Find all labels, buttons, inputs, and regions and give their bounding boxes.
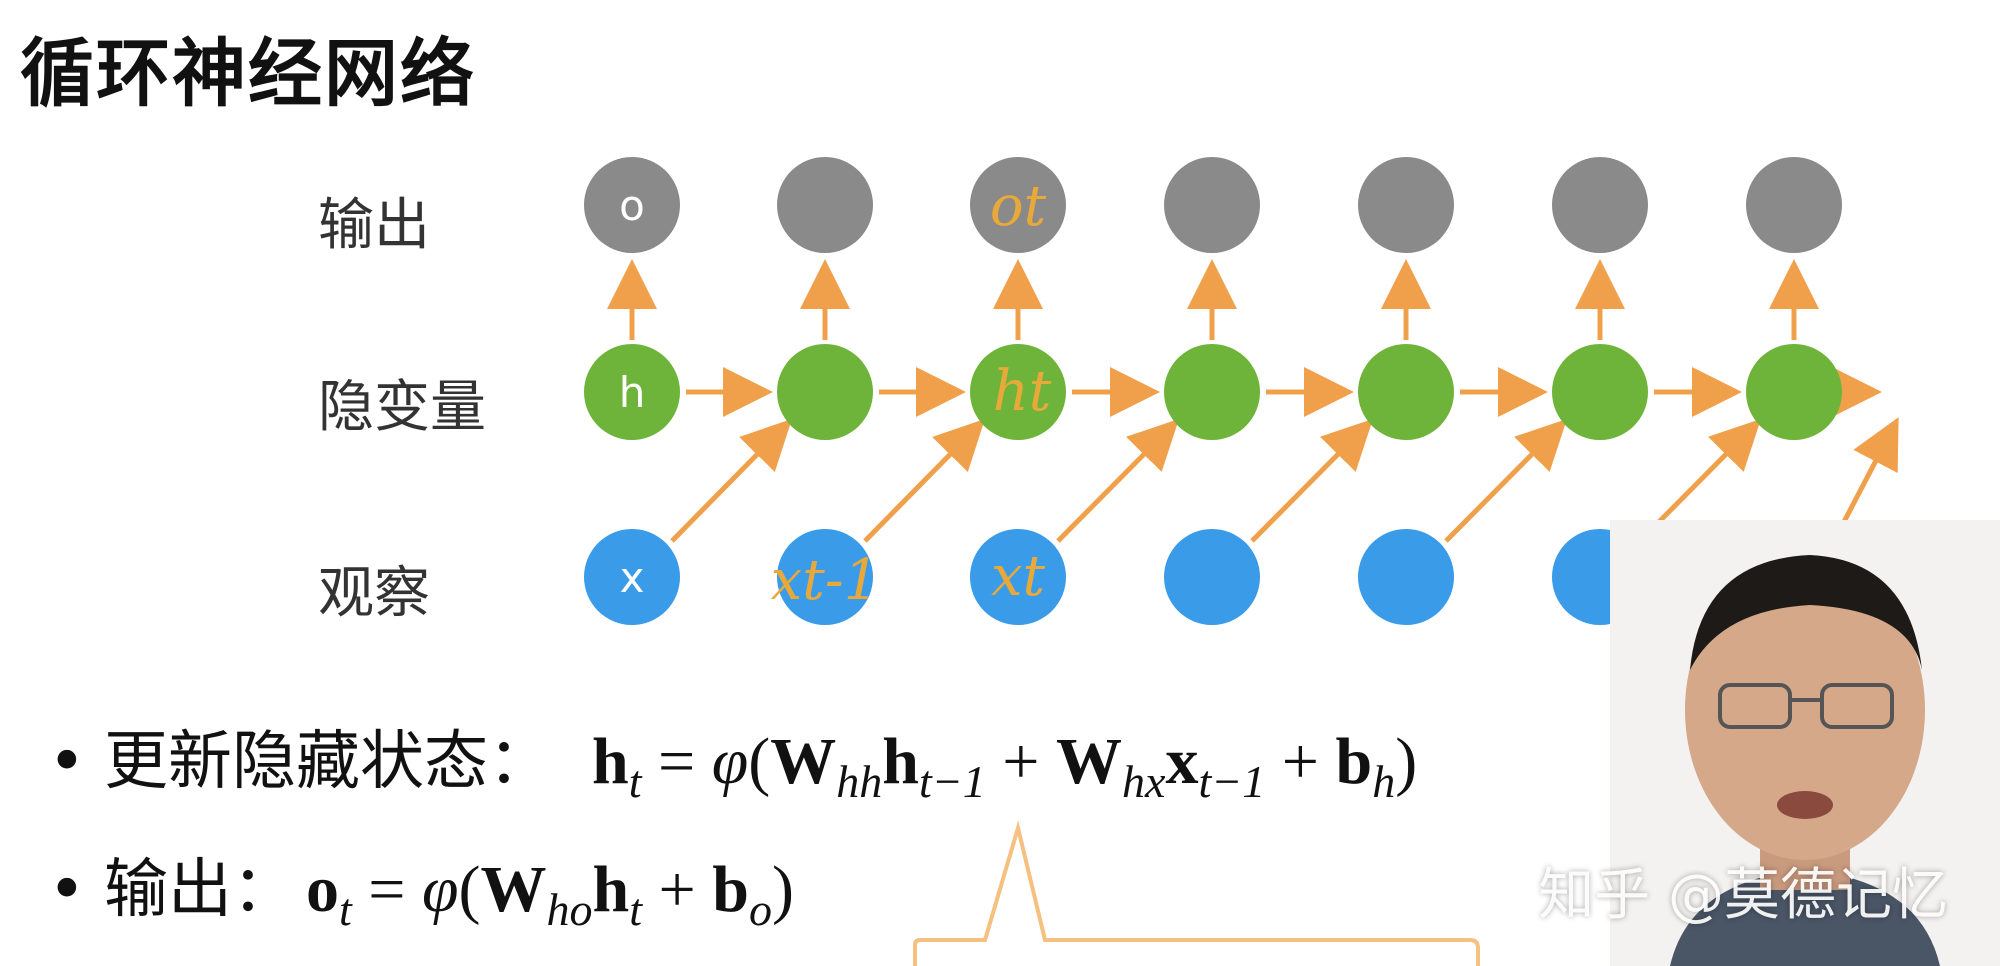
input-to-hidden-arrow	[1444, 418, 1568, 543]
input-to-hidden-arrow	[863, 418, 986, 543]
presenter-icon	[1610, 520, 2000, 966]
input-to-hidden-arrow	[670, 418, 793, 543]
page-title: 循环神经网络	[20, 31, 476, 117]
input-to-hidden-arrow	[1056, 418, 1180, 543]
input-node	[777, 529, 873, 625]
hidden-node	[1164, 344, 1260, 440]
hidden-node	[1552, 344, 1648, 440]
output-node	[1164, 157, 1260, 253]
bullet-icon: •	[48, 853, 86, 927]
handwritten-ot: ot	[990, 174, 1047, 239]
input-node	[1358, 529, 1454, 625]
input-to-hidden-arrow	[1250, 418, 1374, 543]
input-node: x	[584, 529, 680, 625]
output-node	[777, 157, 873, 253]
hidden-node	[777, 344, 873, 440]
hidden-update-formula: ht = φ(Whhht−1 + Whxxt−1 + bh)	[592, 725, 1418, 807]
output-bullet: •输出：ot = φ(Whoht + bo)	[48, 838, 794, 935]
input-node	[970, 529, 1066, 625]
input-node-letter: x	[620, 553, 645, 602]
handwritten-xt-1: xt-1	[771, 548, 880, 613]
update-hidden-bullet: •更新隐藏状态： ht = φ(Whhht−1 + Whxxt−1 + bh)	[48, 710, 1418, 807]
hidden-node	[1746, 344, 1842, 440]
watermark: 知乎 @莫德记忆	[1538, 863, 1948, 928]
handwritten-xt: xt	[991, 544, 1046, 609]
output-formula: ot = φ(Whoht + bo)	[306, 853, 794, 935]
output-node: o	[584, 157, 680, 253]
output-node	[970, 157, 1066, 253]
presenter-video	[1610, 520, 2000, 966]
output-node	[1552, 157, 1648, 253]
output-node	[1746, 157, 1842, 253]
callout-bubble	[913, 820, 1480, 966]
bullet-icon: •	[48, 725, 86, 799]
handwritten-ht: ht	[993, 359, 1052, 424]
output-label: 输出：	[104, 853, 296, 927]
output-node-letter: o	[619, 181, 645, 230]
hidden-node-letter: h	[619, 368, 646, 417]
update-hidden-label: 更新隐藏状态：	[104, 725, 552, 799]
output-node	[1358, 157, 1454, 253]
input-row-label: 观察	[318, 561, 430, 626]
input-node	[1164, 529, 1260, 625]
output-row-label: 输出	[318, 193, 430, 258]
hidden-node	[970, 344, 1066, 440]
hidden-node	[1358, 344, 1454, 440]
hidden-node: h	[584, 344, 680, 440]
hidden-row-label: 隐变量	[318, 375, 486, 440]
